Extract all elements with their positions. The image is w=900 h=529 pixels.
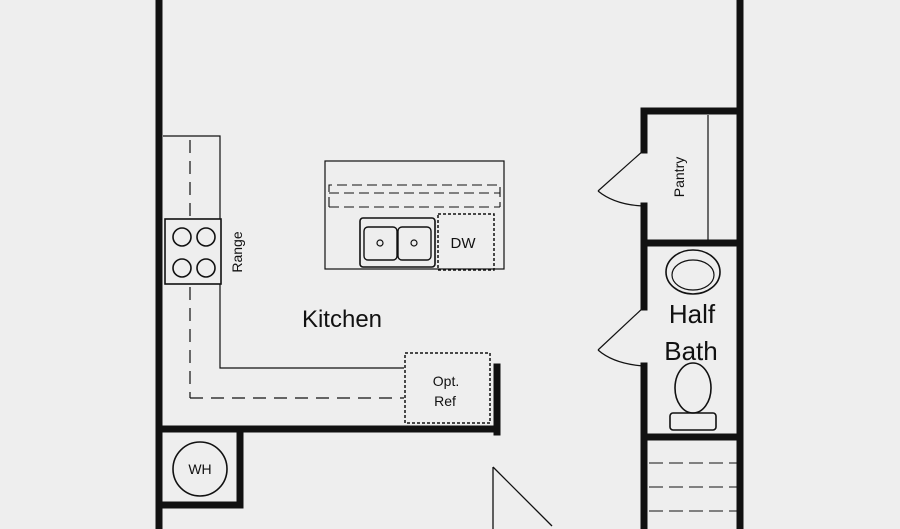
burner-icon (196, 227, 216, 247)
bath-door-leaf (597, 306, 645, 351)
pantry-door-leaf (597, 149, 645, 192)
water-heater (172, 441, 228, 497)
sink-basin (359, 217, 436, 268)
pantry-door-swing (597, 190, 645, 207)
toilet-tank-icon (669, 412, 717, 431)
kitchen-island (324, 160, 505, 271)
refrigerator-label-line2: Ref (434, 393, 456, 409)
island-dashed-top (328, 184, 501, 207)
half-bath-label-line2: Bath (664, 336, 718, 366)
dishwasher-label: DW (451, 235, 477, 252)
burner-icon (172, 227, 192, 247)
half-bath (597, 249, 721, 431)
burner-icon (196, 258, 216, 278)
refrigerator-label-line1: Opt. (433, 373, 459, 389)
dishwasher (437, 213, 495, 271)
stairs (649, 462, 737, 512)
sink-icon (665, 249, 721, 295)
range (164, 218, 222, 285)
sink-bowl-right (397, 226, 432, 261)
water-heater-label: WH (188, 461, 211, 477)
burner-icon (172, 258, 192, 278)
drain-icon (376, 239, 384, 247)
range-label: Range (229, 231, 245, 272)
sink-bowl-left (363, 226, 398, 261)
pantry-label: Pantry (671, 157, 687, 197)
bath-door-swing (597, 349, 645, 367)
pantry (597, 115, 709, 240)
kitchen-label: Kitchen (302, 306, 382, 333)
island-outline (324, 160, 505, 270)
refrigerator-space (404, 352, 491, 424)
walls (155, 0, 744, 529)
sink-bowl (671, 259, 715, 291)
drain-icon (410, 239, 418, 247)
lower-door (492, 466, 553, 529)
lower-door-leaf (492, 466, 553, 527)
toilet-bowl-icon (674, 362, 712, 414)
half-bath-label-line1: Half (669, 299, 716, 329)
